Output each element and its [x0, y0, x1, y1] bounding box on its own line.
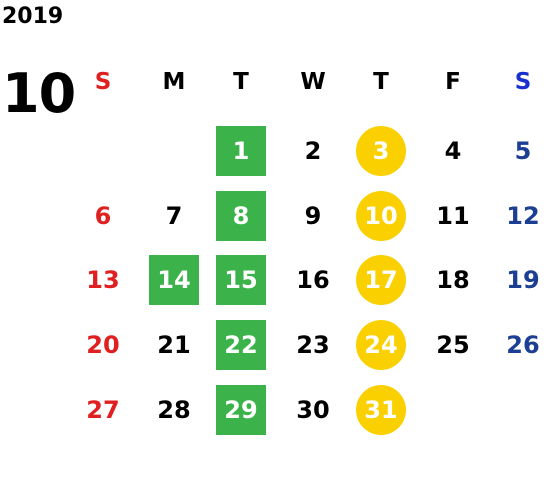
calendar-day-21[interactable]: 21: [157, 331, 191, 359]
calendar-day-27[interactable]: 27: [86, 396, 120, 424]
calendar-day-12[interactable]: 12: [506, 202, 540, 230]
calendar-day-28[interactable]: 28: [157, 396, 191, 424]
calendar-day-19[interactable]: 19: [506, 266, 540, 294]
calendar-day-14[interactable]: 14: [149, 255, 199, 305]
calendar-day-11[interactable]: 11: [436, 202, 470, 230]
calendar-day-7[interactable]: 7: [165, 202, 183, 230]
calendar-day-13[interactable]: 13: [86, 266, 120, 294]
calendar-day-5[interactable]: 5: [514, 137, 532, 165]
calendar-day-24[interactable]: 24: [356, 320, 406, 370]
weekday-header-sunday: S: [94, 69, 112, 95]
calendar-day-4[interactable]: 4: [444, 137, 462, 165]
calendar-day-9[interactable]: 9: [304, 202, 322, 230]
calendar-day-25[interactable]: 25: [436, 331, 470, 359]
weekday-header-monday: M: [162, 69, 186, 95]
calendar-day-29[interactable]: 29: [216, 385, 266, 435]
calendar-day-26[interactable]: 26: [506, 331, 540, 359]
calendar-day-20[interactable]: 20: [86, 331, 120, 359]
calendar-day-6[interactable]: 6: [94, 202, 112, 230]
weekday-header-friday: F: [445, 69, 461, 95]
calendar-day-16[interactable]: 16: [296, 266, 330, 294]
weekday-header-saturday: S: [514, 69, 532, 95]
calendar-day-31[interactable]: 31: [356, 385, 406, 435]
calendar-day-2[interactable]: 2: [304, 137, 322, 165]
calendar-day-10[interactable]: 10: [356, 191, 406, 241]
calendar-day-3[interactable]: 3: [356, 126, 406, 176]
calendar-day-22[interactable]: 22: [216, 320, 266, 370]
calendar-day-18[interactable]: 18: [436, 266, 470, 294]
weekday-header-wednesday: W: [300, 69, 326, 95]
calendar-day-15[interactable]: 15: [216, 255, 266, 305]
weekday-header-tuesday: T: [233, 69, 249, 95]
weekday-header-thursday: T: [373, 69, 389, 95]
month-number: 10: [2, 62, 76, 125]
calendar-day-30[interactable]: 30: [296, 396, 330, 424]
calendar-day-17[interactable]: 17: [356, 255, 406, 305]
calendar-day-1[interactable]: 1: [216, 126, 266, 176]
calendar-day-8[interactable]: 8: [216, 191, 266, 241]
calendar-day-23[interactable]: 23: [296, 331, 330, 359]
year-label: 2019: [2, 4, 64, 29]
